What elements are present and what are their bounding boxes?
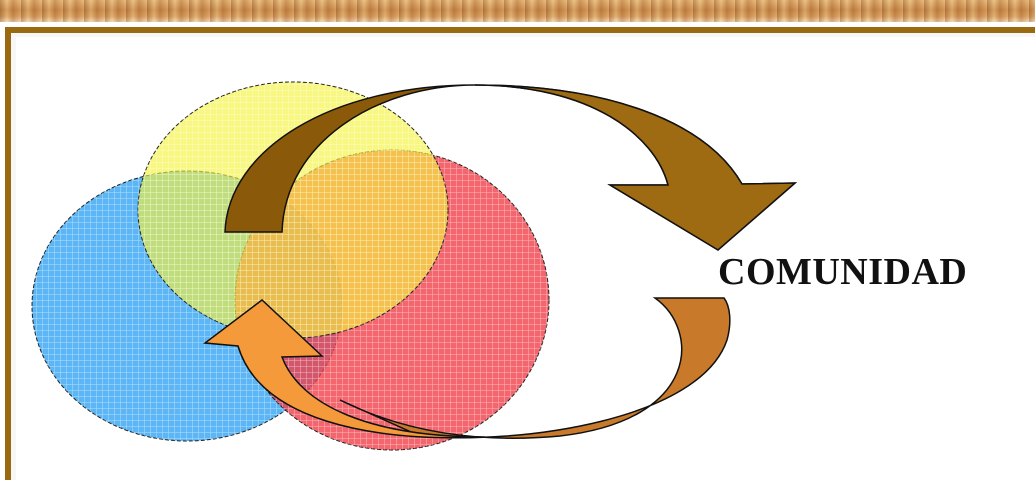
yellow-circle	[138, 82, 448, 338]
comunidad-label: COMUNIDAD	[718, 250, 967, 294]
